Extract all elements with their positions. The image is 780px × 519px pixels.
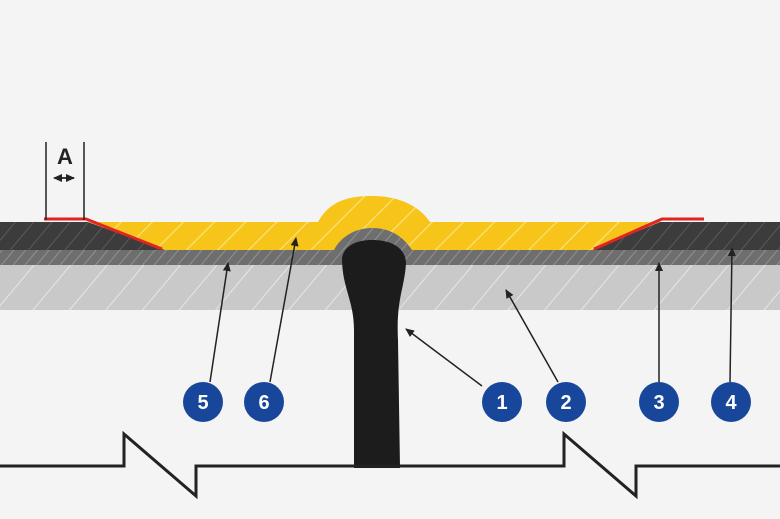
- callout-1: 1: [482, 382, 522, 422]
- callout-label: 3: [653, 392, 664, 414]
- leader-6: [269, 237, 299, 383]
- red-edge-left: [44, 217, 163, 251]
- red-edge-right: [593, 217, 704, 251]
- break-line: [0, 430, 780, 500]
- joint-filler: [342, 240, 406, 468]
- callout-5: 5: [183, 382, 223, 422]
- leader-4: [727, 247, 736, 383]
- leader-2: [505, 289, 559, 383]
- callout-4: 4: [711, 382, 751, 422]
- callout-6: 6: [244, 382, 284, 422]
- callout-label: 5: [197, 392, 208, 414]
- callout-label: 4: [725, 392, 737, 414]
- leader-5: [209, 262, 231, 383]
- callout-label: 6: [258, 392, 269, 414]
- dimension-label: A: [57, 144, 73, 169]
- callout-label: 1: [496, 392, 507, 414]
- leader-1: [405, 328, 483, 387]
- top-membrane-right: [592, 222, 780, 250]
- yellow-seal-layer: [88, 196, 660, 250]
- callout-label: 2: [560, 392, 571, 414]
- callout-2: 2: [546, 382, 586, 422]
- top-membrane-left: [0, 222, 165, 250]
- callout-3: 3: [639, 382, 679, 422]
